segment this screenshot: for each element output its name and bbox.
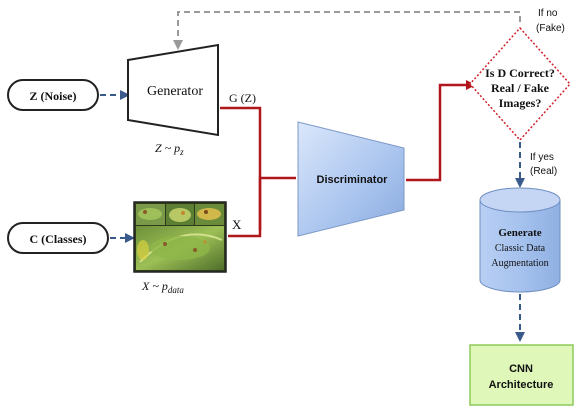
x-distribution-label: X ~ pdata	[141, 279, 184, 295]
discriminator-label: Discriminator	[317, 174, 389, 186]
x-label: X	[232, 217, 242, 232]
noise-label: Z (Noise)	[30, 89, 77, 103]
decision-text-line3: Images?	[499, 96, 542, 110]
z-distribution-label: Z ~ pz	[155, 141, 184, 157]
if-no-label-1: If no	[538, 8, 558, 19]
cnn-box	[469, 344, 574, 406]
if-yes-label-1: If yes	[530, 152, 554, 163]
generate-subtitle-1: Classic Data	[495, 243, 546, 254]
noise-node	[7, 79, 99, 111]
cnn-label-2: Architecture	[489, 379, 554, 391]
decision-diamond	[468, 26, 572, 142]
generate-title: Generate	[498, 227, 541, 239]
leaf-image-grid	[133, 201, 227, 273]
cnn-label-1: CNN	[509, 363, 533, 375]
generator-block	[127, 43, 219, 137]
x-connection	[228, 176, 296, 238]
decision-text-line2: Real / Fake	[491, 81, 550, 95]
classes-label: C (Classes)	[30, 232, 87, 246]
gz-label: G (Z)	[229, 91, 256, 105]
discriminator-to-decision-arrow	[406, 80, 476, 182]
classes-node	[7, 222, 109, 254]
discriminator-block	[297, 121, 405, 237]
if-no-label-2: (Fake)	[536, 23, 565, 34]
feedback-arrow	[173, 11, 521, 50]
if-yes-label-2: (Real)	[530, 166, 557, 177]
decision-text-line1: Is D Correct?	[485, 66, 555, 80]
generate-subtitle-2: Augmentation	[491, 258, 548, 269]
generate-cylinder	[479, 187, 561, 293]
generator-label: Generator	[147, 84, 203, 99]
